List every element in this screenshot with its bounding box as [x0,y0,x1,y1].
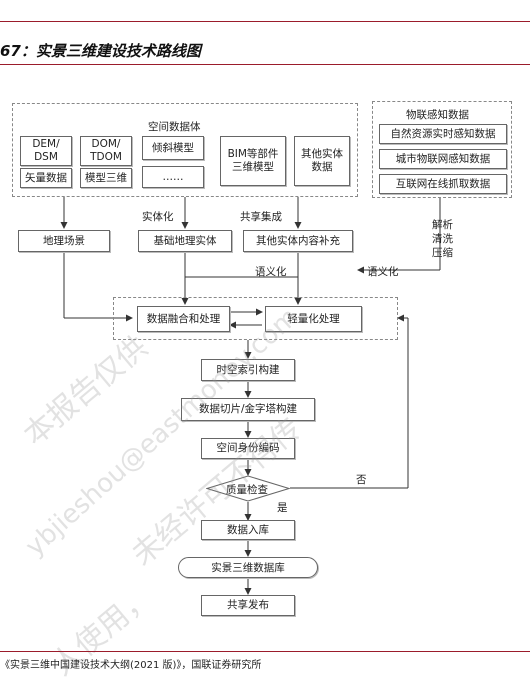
parse-label: 解析 清洗 压缩 [432,219,453,259]
top-rule [0,21,530,22]
iot-item-city: 城市物联网感知数据 [379,149,507,169]
spatial-group-label: 空间数据体 [148,121,201,133]
source-note: 《实景三维中国建设技术大纲(2021 版)》，国联证券研究所 [0,660,262,671]
figure-title: 67：实景三维建设技术路线图 [0,42,201,60]
vector-data-box: 矢量数据 [20,168,72,188]
oblique-model-box: 倾斜模型 [142,136,204,160]
dom-tdom-box: DOM/ TDOM [80,136,132,166]
processing-group [113,297,398,340]
other-content-box: 其他实体内容补充 [243,230,353,252]
more-box: …… [142,166,204,188]
semantic-label-1: 语义化 [255,266,287,278]
fusion-box: 数据融合和处理 [137,306,230,332]
yes-label: 是 [277,502,288,514]
dem-dsm-box: DEM/ DSM [20,136,72,166]
iot-item-internet: 互联网在线抓取数据 [379,174,507,194]
entity-label: 实体化 [142,211,174,223]
other-entity-box: 其他实体 数据 [294,136,350,186]
spatial-data-group [12,103,358,197]
base-entity-box: 基础地理实体 [138,230,232,252]
slice-box: 数据切片/金字塔构建 [181,398,315,421]
geo-scene-box: 地理场景 [18,230,110,252]
source-rule [0,651,530,652]
index-box: 时空索引构建 [201,359,295,381]
semantic-label-2: 语义化 [367,266,399,278]
identity-box: 空间身份编码 [201,438,295,459]
no-label: 否 [356,474,367,486]
iot-group [372,101,512,198]
database-terminal: 实景三维数据库 [178,557,318,578]
lightweight-box: 轻量化处理 [265,306,362,332]
model3d-box: 模型三维 [80,168,132,188]
quality-label: 质量检查 [226,484,268,496]
publish-box: 共享发布 [201,595,295,616]
title-rule [0,64,530,65]
share-label: 共享集成 [240,211,282,223]
quality-decision: 质量检查 [205,475,291,502]
iot-item-natural: 自然资源实时感知数据 [379,124,507,144]
bim-box: BIM等部件 三维模型 [220,136,286,186]
figure-title-bar: 67：实景三维建设技术路线图 [0,38,530,62]
quality-diamond-shape [205,475,291,502]
storage-box: 数据入库 [201,520,295,540]
iot-group-label: 物联感知数据 [406,109,469,121]
